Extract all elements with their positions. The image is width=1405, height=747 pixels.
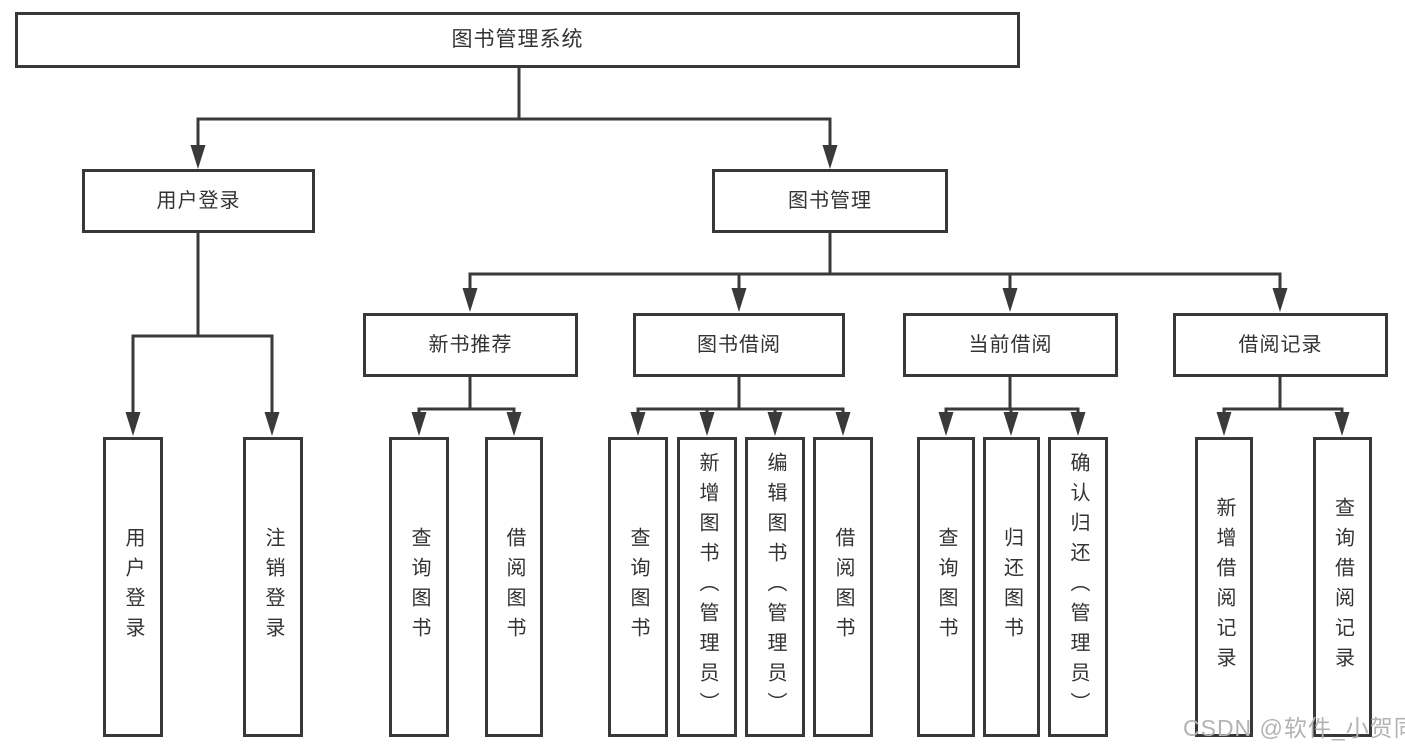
leaf-confirm-return-admin: 确认归还（管理员）: [1048, 437, 1108, 737]
node-borrowing-records: 借阅记录: [1173, 313, 1388, 377]
node-user-login-label: 用户登录: [156, 190, 241, 212]
leaf-return-books-label: 归还图书: [1000, 527, 1023, 647]
csdn-watermark: CSDN @软件_小贺同学: [1183, 715, 1405, 741]
node-book-borrowing-label: 图书借阅: [697, 334, 781, 356]
leaf-query-books-recommend: 查询图书: [389, 437, 449, 737]
leaf-query-books-current: 查询图书: [917, 437, 975, 737]
leaf-edit-book-admin: 编辑图书（管理员）: [745, 437, 805, 737]
leaf-add-book-admin-label: 新增图书（管理员）: [696, 452, 718, 722]
leaf-user-login: 用户登录: [103, 437, 163, 737]
node-new-book-recommendation: 新书推荐: [363, 313, 578, 377]
leaf-borrow-books-borrowing: 借阅图书: [813, 437, 873, 737]
node-book-management: 图书管理: [712, 169, 948, 233]
leaf-add-borrow-record-label: 新增借阅记录: [1213, 497, 1235, 677]
leaf-return-books: 归还图书: [983, 437, 1040, 737]
node-library-system: 图书管理系统: [15, 12, 1020, 68]
leaf-query-books-borrowing: 查询图书: [608, 437, 668, 737]
node-current-borrowing: 当前借阅: [903, 313, 1118, 377]
node-current-borrowing-label: 当前借阅: [968, 334, 1053, 356]
leaf-logout: 注销登录: [243, 437, 303, 737]
leaf-borrow-books-borrowing-label: 借阅图书: [832, 527, 854, 647]
leaf-logout-label: 注销登录: [262, 527, 284, 647]
leaf-borrow-books-recommend: 借阅图书: [485, 437, 543, 737]
leaf-add-book-admin: 新增图书（管理员）: [677, 437, 737, 737]
leaf-add-borrow-record: 新增借阅记录: [1195, 437, 1253, 737]
node-book-borrowing: 图书借阅: [633, 313, 845, 377]
node-new-book-recommendation-label: 新书推荐: [428, 334, 513, 356]
leaf-borrow-books-recommend-label: 借阅图书: [503, 527, 525, 647]
leaf-confirm-return-admin-label: 确认归还（管理员）: [1067, 452, 1089, 722]
leaf-query-books-current-label: 查询图书: [935, 527, 957, 647]
node-borrowing-records-label: 借阅记录: [1238, 334, 1323, 356]
node-library-system-label: 图书管理系统: [451, 28, 584, 52]
node-book-management-label: 图书管理: [788, 190, 872, 212]
leaf-query-borrow-record: 查询借阅记录: [1313, 437, 1372, 737]
leaf-query-books-recommend-label: 查询图书: [408, 527, 430, 647]
node-user-login: 用户登录: [82, 169, 315, 233]
leaf-query-borrow-record-label: 查询借阅记录: [1331, 497, 1354, 677]
leaf-edit-book-admin-label: 编辑图书（管理员）: [764, 452, 786, 722]
leaf-query-books-borrowing-label: 查询图书: [627, 527, 649, 647]
leaf-user-login-label: 用户登录: [122, 527, 144, 647]
